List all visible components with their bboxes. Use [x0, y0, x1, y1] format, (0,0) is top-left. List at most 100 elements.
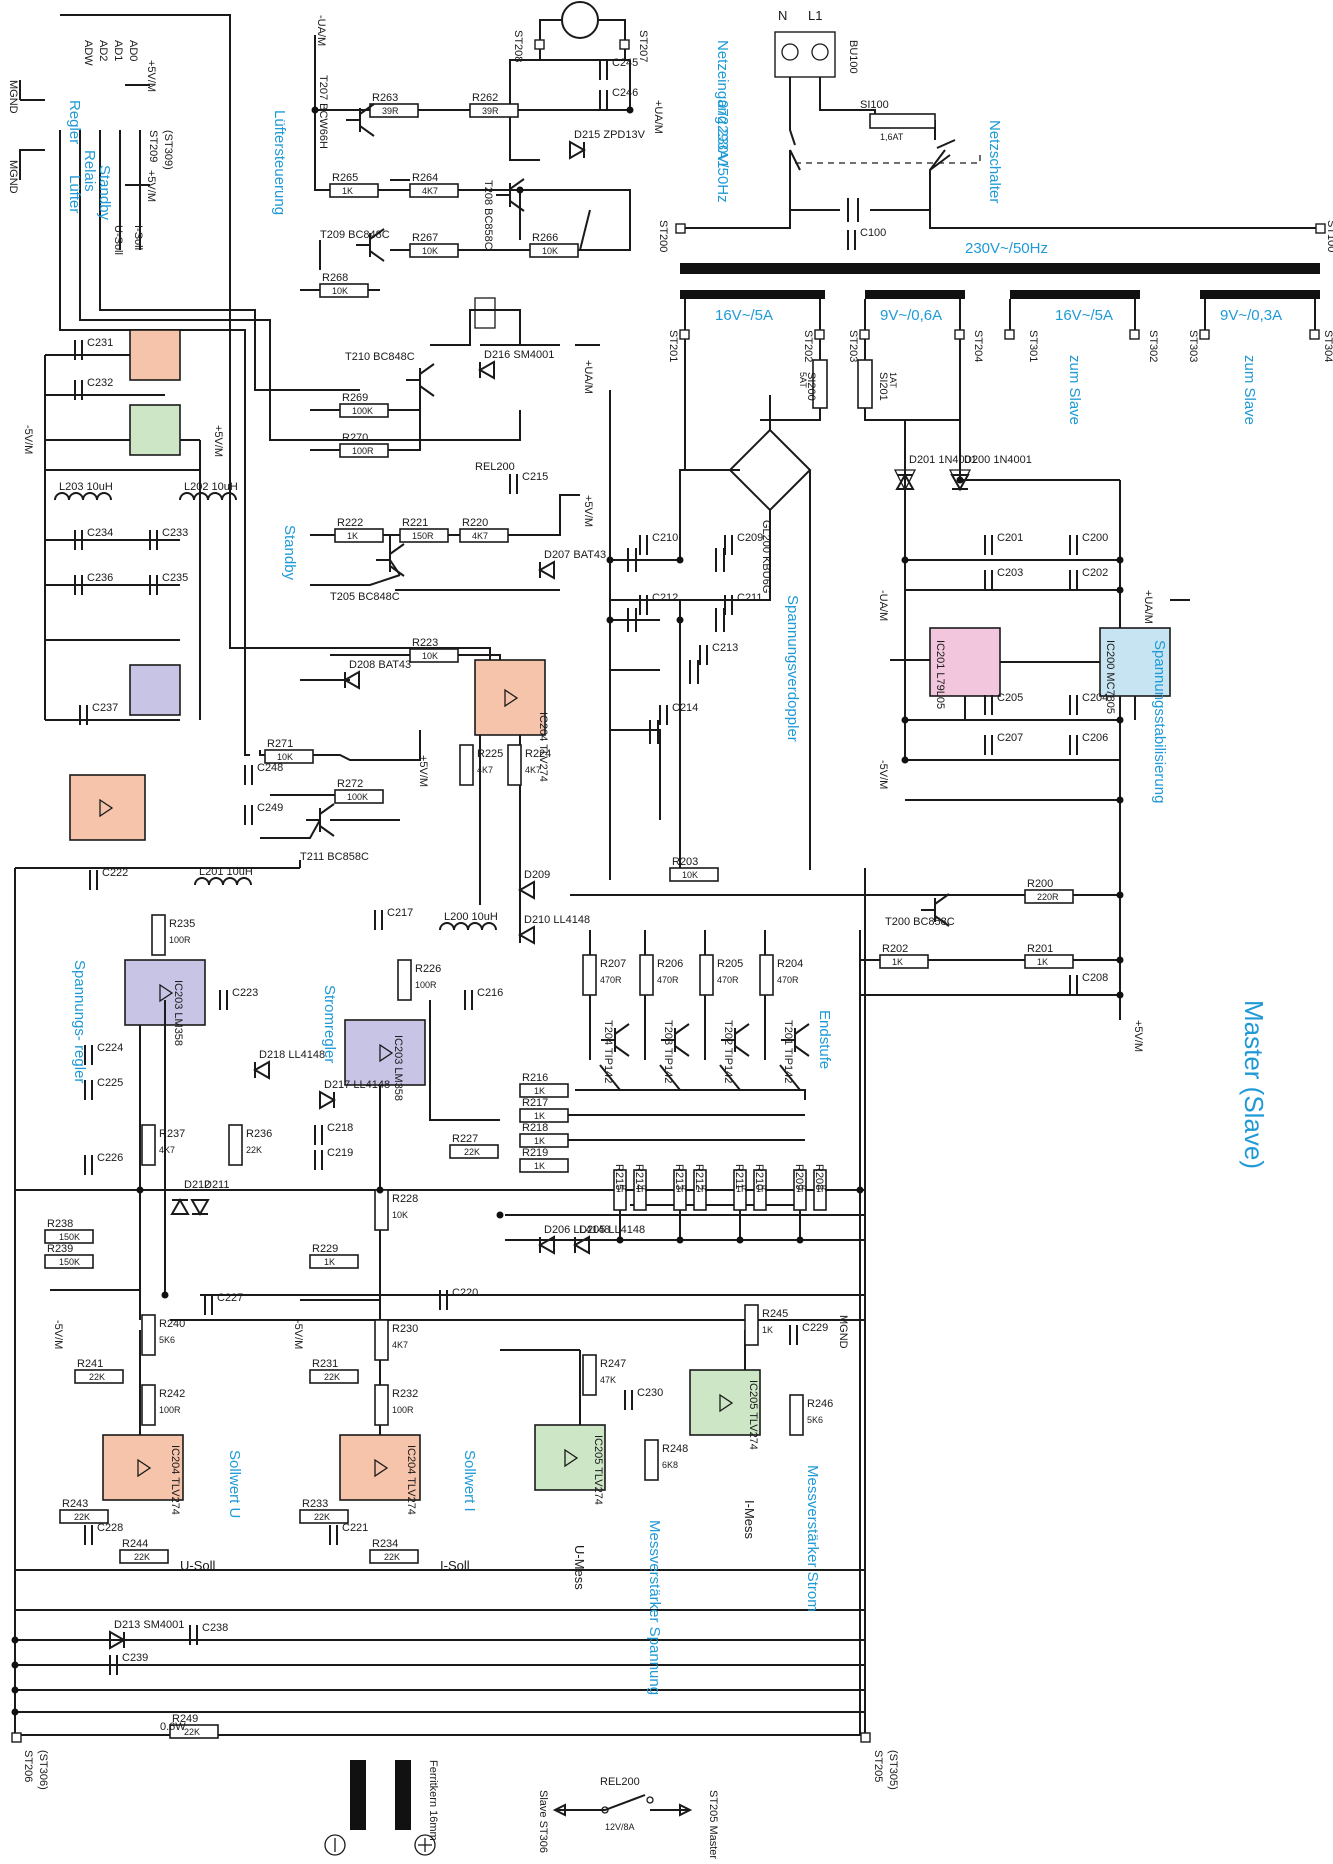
shunt-value: 1R: [636, 1184, 648, 1194]
meas-amp-current-label: Messverstärker Strom: [804, 1465, 821, 1612]
header-label-regler: Regler: [66, 100, 83, 144]
u-soll-label: U-Soll: [180, 1558, 216, 1573]
opamp-triangle: [137, 1458, 152, 1478]
ic204-d-label: IC204 TLV274: [537, 712, 549, 782]
resistor-ref: R230: [392, 1323, 418, 1335]
resistor-r227: [449, 1144, 499, 1159]
rail-mgnd-right: MGND: [837, 1315, 849, 1349]
resistor-value: 100R: [352, 446, 374, 456]
junction-dot: [606, 556, 614, 564]
junction-dot: [161, 1291, 169, 1299]
resistor-value: 10K: [422, 651, 438, 661]
resistor-ref: R267: [412, 232, 438, 244]
resistor-value: 4K7: [472, 531, 488, 541]
resistor-value: 150K: [59, 1257, 80, 1267]
resistor-value: 4K7: [392, 1340, 408, 1350]
junction-dot: [736, 1236, 744, 1244]
transistor-symbol: [921, 893, 950, 927]
header-label-luefter: Lüfter: [66, 175, 83, 213]
resistor-ref: R231: [312, 1358, 338, 1370]
shunt-r209: [793, 1169, 807, 1211]
transformer-sec1-label: 16V~/5A: [715, 307, 773, 324]
fan-control-section: [300, 1, 631, 451]
resistor-value: 100K: [352, 406, 373, 416]
meas-amp-voltage-label: Messverstärker Spannung: [646, 1520, 663, 1695]
labels: Master (Slave) Lüftersteuerung Standby S…: [7, 8, 1333, 1859]
resistor-ref: R234: [372, 1538, 398, 1550]
opamp-triangle: [99, 798, 114, 818]
header-signal-adw: ADW: [82, 40, 94, 66]
resistor-r268: [319, 283, 369, 298]
gl200-label: GL200 KBU6G: [760, 520, 772, 593]
resistor-ref: R223: [412, 637, 438, 649]
shunt-ref: R210: [753, 1164, 765, 1190]
resistor-value: 5K6: [159, 1335, 175, 1345]
ic204-supply: [129, 329, 181, 381]
resistor-r230: [374, 1319, 389, 1361]
resistor-ref: R221: [402, 517, 428, 529]
resistor-value: 4K7: [477, 765, 493, 775]
junction-dot: [856, 1186, 864, 1194]
capacitor-ref: C228: [97, 1522, 123, 1534]
diode-ref: D201 1N4001: [909, 454, 977, 466]
junction-dot: [676, 1236, 684, 1244]
resistor-value: 10K: [277, 752, 293, 762]
resistor-value: 100R: [392, 1405, 414, 1415]
connector-st203: ST203: [847, 330, 859, 362]
resistor-r270: [339, 443, 389, 458]
t207-label: T207 BCW66H: [317, 75, 329, 149]
ic204-c-label: IC204 TLV274: [169, 1445, 181, 1515]
resistor-value: 1K: [534, 1161, 545, 1171]
resistor-ref: R247: [600, 1358, 626, 1370]
resistor-value: 150K: [59, 1232, 80, 1242]
resistor-ref: R228: [392, 1193, 418, 1205]
resistor-r263: [369, 103, 419, 118]
ferrite-label: Ferritkern 16mm: [427, 1760, 439, 1841]
resistor-r226: [397, 959, 412, 1001]
resistor-value: 6K8: [662, 1460, 678, 1470]
shunt-value: 1R: [796, 1184, 808, 1194]
to-slave-label-2: zum Slave: [1241, 355, 1258, 425]
junction-dot: [606, 616, 614, 624]
capacitor-ref: C231: [87, 337, 113, 349]
diode-d218: [252, 1060, 270, 1080]
connector-st206: ST206: [22, 1750, 34, 1782]
junction-dot: [1116, 586, 1124, 594]
resistor-value: 39R: [482, 106, 499, 116]
capacitor-ref: C246: [612, 87, 638, 99]
resistor-ref: R225: [477, 748, 503, 760]
t208-label: T208 BC858C: [482, 180, 494, 250]
resistor-ref: R263: [372, 92, 398, 104]
resistor-value: 4K7: [525, 765, 541, 775]
diode-ref: D210 LL4148: [524, 914, 590, 926]
ferrite-core-left: [350, 1760, 366, 1830]
shunt-ref: R211: [733, 1164, 745, 1189]
fuse-si200-label: SI200: [805, 372, 817, 401]
capacitor-ref: C237: [92, 702, 118, 714]
resistor-ref: R265: [332, 172, 358, 184]
capacitor-ref: C221: [342, 1522, 368, 1534]
diode-ref: D218 LL4148: [259, 1049, 325, 1061]
connector-bu100: BU100: [847, 40, 859, 74]
resistor-ref: R264: [412, 172, 438, 184]
resistor-value: 470R: [777, 975, 799, 985]
mains-section: [675, 31, 1326, 340]
setpoint-u-label: Sollwert U: [226, 1450, 243, 1518]
rail-pos5-left: +5V/M: [212, 425, 224, 457]
diode-d216: [477, 360, 495, 380]
connector-st303: ST303: [1187, 330, 1199, 362]
capacitor-ref: C213: [712, 642, 738, 654]
diode-d210: [517, 925, 535, 945]
junction-dot: [516, 186, 524, 194]
diode-ref: D217 LL4148: [324, 1079, 390, 1091]
relay-coil-rel200: [474, 297, 496, 329]
relay-rel200-label: REL200: [475, 461, 515, 473]
bridge-rectifier-gl200: [728, 428, 812, 512]
ic201-label: IC201 L79L05: [934, 640, 946, 709]
capacitor-ref: C216: [477, 987, 503, 999]
shunt-ref: R214: [633, 1164, 645, 1190]
resistor-r245: [744, 1304, 759, 1346]
capacitor-ref: C200: [1082, 532, 1108, 544]
header-label-u-soll: U-Soll: [112, 225, 124, 255]
rail-neg5-left: -5V/M: [22, 425, 34, 454]
